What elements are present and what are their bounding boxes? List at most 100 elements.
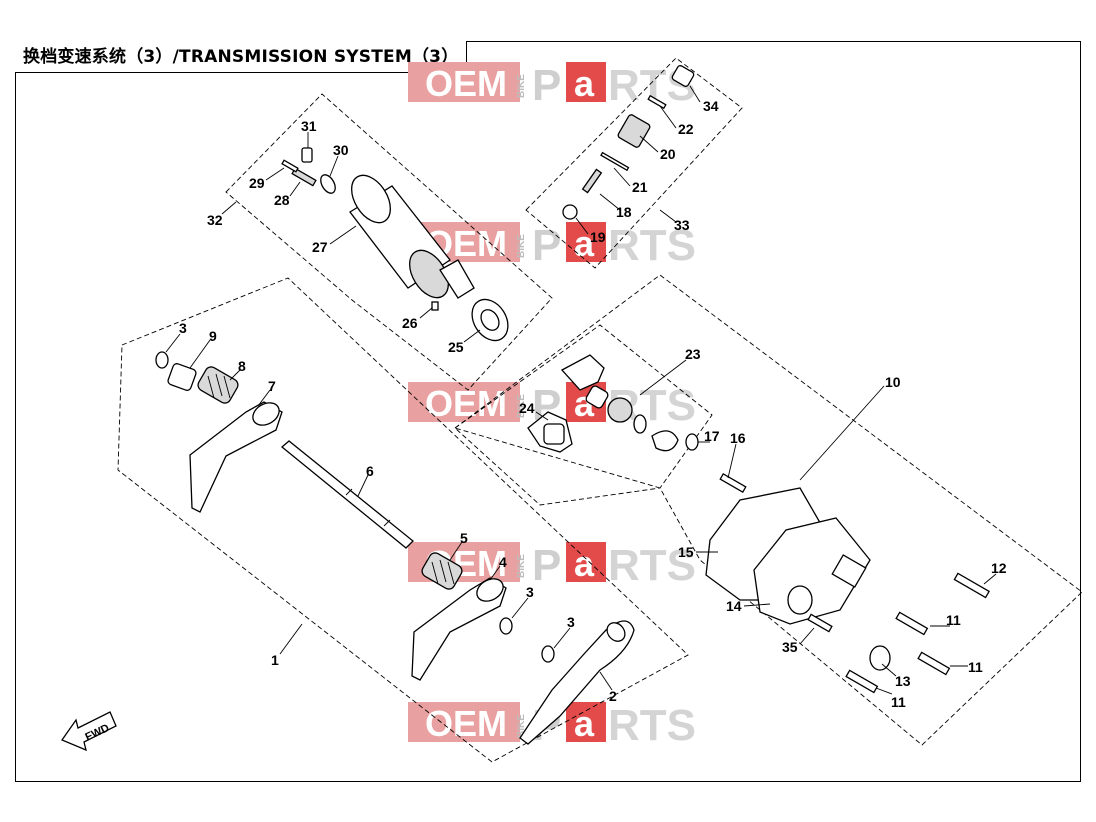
leader-3-b [511, 597, 529, 619]
callout-3-a: 3 [179, 320, 187, 336]
washer-17 [685, 433, 699, 451]
leader-30 [329, 155, 339, 177]
shift-shaft-groove [383, 519, 391, 527]
watermark-rts-text: RTS [608, 701, 696, 750]
leader-25 [463, 329, 481, 343]
ball-19 [562, 204, 578, 220]
watermark-oem-text: OEM [425, 383, 507, 424]
callout-20: 20 [660, 146, 676, 162]
group-outline-detent [525, 57, 743, 269]
leader-16 [727, 443, 737, 479]
watermark-a-box [566, 542, 606, 582]
callout-22: 22 [678, 121, 694, 137]
bolt-16 [719, 473, 747, 493]
callout-5: 5 [460, 530, 468, 546]
callout-35: 35 [782, 639, 798, 655]
callout-31: 31 [301, 118, 317, 134]
ring-22 [647, 94, 667, 110]
callout-24: 24 [519, 400, 535, 416]
callout-9: 9 [209, 328, 217, 344]
callout-11-b: 11 [968, 659, 983, 675]
spring-8-coil [223, 375, 231, 399]
stud-35 [807, 613, 833, 633]
leader-9 [189, 339, 211, 369]
leader-3-a [165, 333, 181, 353]
shift-drum-shaft [439, 259, 475, 299]
circlip-3-b [499, 617, 513, 635]
shift-fork-lower-boss [476, 578, 504, 602]
callout-12: 12 [991, 560, 1007, 576]
bolt-11-b [917, 651, 951, 676]
group-outline-cover [454, 274, 1083, 746]
callout-11-a: 11 [946, 612, 961, 628]
callout-16: 16 [730, 430, 746, 446]
callout-13: 13 [895, 673, 911, 689]
watermark-bike-text: BIKE [516, 74, 527, 98]
group-outline-shift-forks [117, 277, 689, 763]
spring-arm-23 [651, 430, 679, 452]
leader-35 [799, 627, 815, 645]
washer-23 [633, 414, 647, 434]
seal-13 [869, 645, 891, 671]
watermark-p-text: P [532, 61, 561, 110]
leader-22 [659, 105, 677, 129]
title-box: 换档变速系统（3）/TRANSMISSION SYSTEM（3） [15, 41, 468, 73]
callout-3-b: 3 [526, 584, 534, 600]
callout-23: 23 [685, 346, 701, 362]
watermark-oem-text: OEM [425, 703, 507, 744]
pin-26 [431, 301, 439, 311]
collar-9 [167, 363, 197, 391]
fwd-arrow: FWD [61, 711, 117, 752]
watermark-bike-text: BIKE [516, 234, 527, 258]
watermark-p-text: P [532, 541, 561, 590]
leader-33 [659, 209, 677, 223]
callout-33: 33 [674, 217, 690, 233]
shift-fork-lower-body [411, 577, 507, 681]
leader-lines [165, 85, 997, 695]
watermark-oem-box [408, 702, 520, 742]
spring-18 [581, 168, 603, 194]
cover-14 [753, 517, 871, 625]
callout-6: 6 [366, 463, 374, 479]
shift-fork-upper [189, 401, 283, 513]
circlip-3-c [541, 645, 555, 663]
diagram-title: 换档变速系统（3）/TRANSMISSION SYSTEM（3） [23, 47, 459, 67]
callout-8: 8 [238, 358, 246, 374]
shift-arm-24 [527, 411, 573, 453]
cover-14-seal-bore [787, 585, 813, 615]
spring-8-coil [207, 375, 215, 399]
watermark-rts-text: RTS [608, 221, 696, 270]
spring-5-body [421, 552, 463, 590]
callout-4: 4 [499, 554, 507, 570]
callout-labels: 1 2 3 3 3 4 5 6 7 8 9 10 11 11 11 12 13 … [179, 98, 1007, 710]
callout-30: 30 [333, 142, 349, 158]
leader-27 [329, 225, 357, 245]
leader-14 [743, 603, 771, 607]
callout-18: 18 [616, 204, 632, 220]
watermark-a-box [566, 222, 606, 262]
leader-6 [357, 474, 369, 497]
shift-shaft-body [280, 440, 414, 549]
spring-8-coil [215, 373, 223, 397]
bolt-11-a [895, 611, 929, 636]
leader-23 [639, 359, 687, 396]
spring-5 [421, 552, 463, 590]
watermark-a-text: a [574, 703, 595, 744]
spring-8 [197, 366, 239, 404]
watermark-a-text: a [574, 63, 595, 104]
callout-25: 25 [448, 339, 464, 355]
leader-5 [449, 541, 463, 561]
leader-26 [419, 307, 433, 319]
leader-13 [881, 663, 897, 677]
leader-3-c [553, 627, 571, 649]
bearing-25-bore [480, 309, 500, 331]
circlip-3-a [155, 351, 169, 369]
spring-5-coil [431, 561, 439, 585]
bolt-11-c [845, 669, 879, 694]
leader-2 [599, 671, 613, 691]
watermark-oem-box [408, 382, 520, 422]
leader-11-c [875, 687, 893, 695]
shift-drum-end [351, 174, 391, 224]
leader-21 [613, 167, 631, 187]
shift-fork-lower [411, 577, 507, 681]
